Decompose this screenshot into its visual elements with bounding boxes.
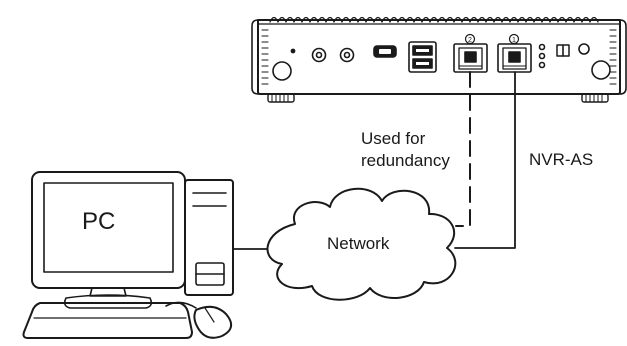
port-2-badge [464,33,476,45]
pc-keyboard [22,302,193,339]
nvr-label: NVR-AS [529,150,594,169]
nvr-foot-left [267,93,295,103]
nvr-screw-left [272,61,292,81]
port-1-badge [508,33,520,45]
pc-mouse-icon [193,305,233,339]
nvr-screw-right [591,60,611,80]
nvr-left-ear [251,19,259,95]
redundancy-label: Used for redundancy [361,128,450,172]
redundancy-label-line2: redundancy [361,151,450,170]
status-led-icon [538,43,546,51]
reset-button-icon [578,43,590,55]
usb-stack-icon [408,41,437,73]
nvr-foot-right [581,93,609,103]
pc-mouse-cable [165,301,197,309]
redundancy-label-line1: Used for [361,129,426,148]
status-led-icon [538,52,546,60]
nvr-chassis [257,19,621,95]
audio-jack-icon [339,47,355,63]
network-cloud-icon [266,187,457,301]
port-2-number: 2 [468,37,472,44]
pc-computer [22,171,234,339]
nvr-led-icon [290,48,296,54]
network-label: Network [327,234,390,253]
audio-jack-icon [311,47,327,63]
pc-monitor-stand [89,287,127,297]
port-1-number: 1 [512,37,516,44]
cable-port1-to-network [454,71,516,249]
redundancy-cable-dashed [455,71,471,227]
pc-screen [43,182,174,273]
nvr-right-ear [619,19,627,95]
pc-tower [184,179,234,296]
status-led-icon [538,61,546,69]
nvr-device [251,16,627,103]
pc-label: PC [82,208,116,235]
